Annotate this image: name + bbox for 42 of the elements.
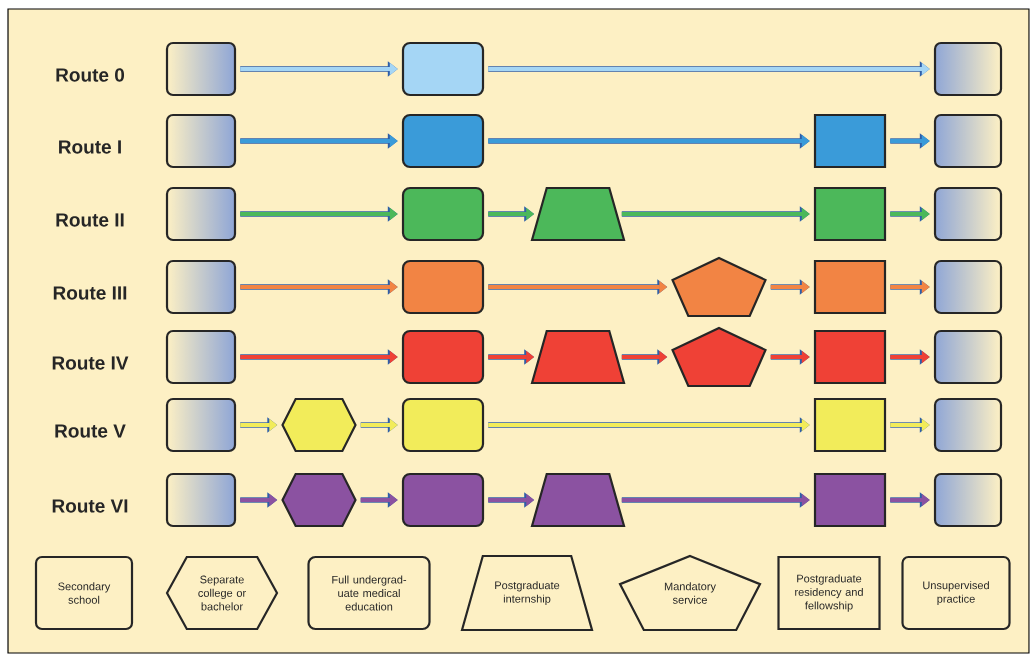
route-label: Route II — [56, 213, 124, 227]
residency-box — [813, 113, 887, 169]
residency-box — [813, 329, 887, 385]
hexagon-shape — [281, 397, 357, 453]
practice-box — [933, 113, 1003, 169]
residency-box — [813, 259, 887, 315]
practice-box — [933, 259, 1003, 315]
school-box — [165, 329, 237, 385]
route-label: Route VI — [52, 499, 128, 513]
practice-box — [933, 329, 1003, 385]
education-box: Full undergrad- uate medical education — [307, 555, 431, 631]
school-box — [165, 472, 237, 528]
school-box — [165, 41, 237, 97]
residency-box — [813, 186, 887, 242]
residency-box — [813, 472, 887, 528]
practice-box — [933, 472, 1003, 528]
route-label: Route III — [53, 286, 127, 300]
education-box — [401, 113, 485, 169]
route-label: Route IV — [52, 356, 129, 370]
school-box — [165, 259, 237, 315]
practice-box — [933, 397, 1003, 453]
pentagon-shape — [671, 326, 767, 388]
route-label: Route V — [55, 424, 126, 438]
practice-box: Unsupervised practice — [901, 555, 1011, 631]
education-box — [401, 259, 485, 315]
education-box — [401, 329, 485, 385]
school-box — [165, 186, 237, 242]
school-box — [165, 113, 237, 169]
residency-box: Postgraduate residency and fellowship — [777, 555, 881, 631]
education-box — [401, 397, 485, 453]
route-label: Route I — [59, 140, 121, 154]
school-box: Secondary school — [34, 555, 134, 631]
school-box — [165, 397, 237, 453]
education-box — [401, 41, 485, 97]
education-box — [401, 186, 485, 242]
practice-box — [933, 41, 1003, 97]
route-label: Route 0 — [56, 68, 125, 82]
hexagon-shape — [281, 472, 357, 528]
practice-box — [933, 186, 1003, 242]
education-box — [401, 472, 485, 528]
pentagon-shape — [671, 256, 767, 318]
residency-box — [813, 397, 887, 453]
